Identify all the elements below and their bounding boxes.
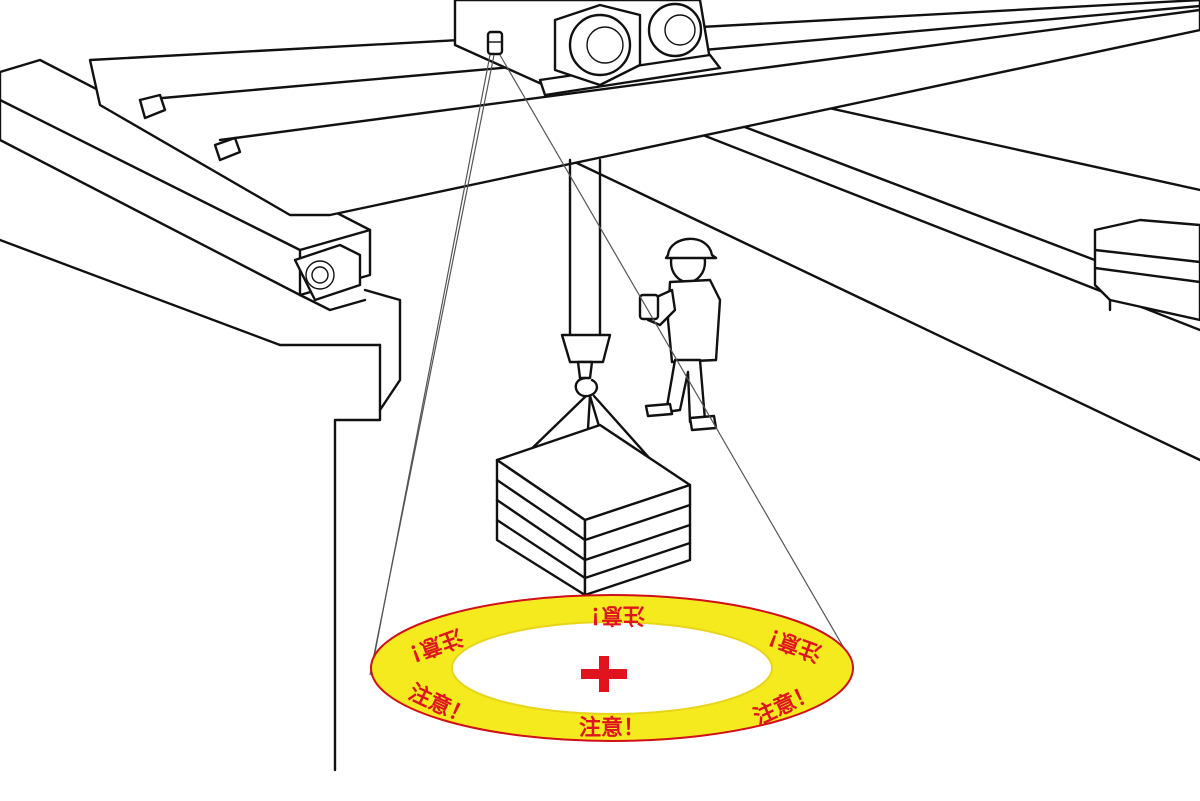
ring-label-bottom: 注意！ (579, 715, 645, 741)
hoist-rope (568, 158, 602, 337)
projection-beams (369, 54, 853, 676)
operator-worker (638, 237, 722, 432)
warning-ring: 注意！ 注意！ 注意！ 注意！ 注意！ 注意！ (370, 594, 854, 742)
hook-block (560, 333, 612, 398)
crane-trolley (453, 0, 722, 97)
warning-light-projector (486, 30, 504, 56)
ring-label-top: 注意！ (579, 602, 645, 628)
load-crate (495, 423, 692, 597)
left-wall (0, 238, 402, 772)
center-cross-mark (581, 656, 627, 692)
stacked-pallets (1093, 218, 1200, 322)
runway-girder-left (0, 58, 372, 312)
